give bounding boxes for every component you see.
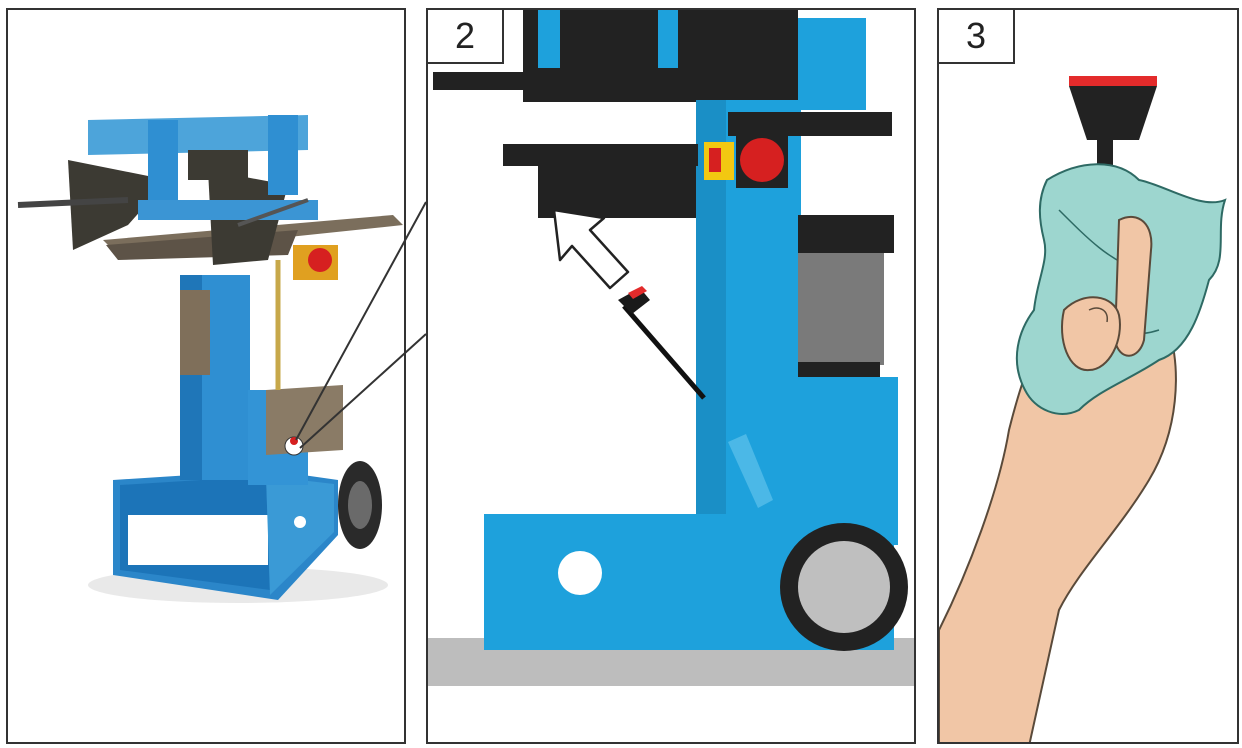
hand-wiping-dipstick bbox=[939, 76, 1227, 742]
log-splitter-illustration bbox=[17, 115, 403, 603]
step-number-badge: 2 bbox=[428, 10, 504, 64]
panel-wipe-dipstick: 3 bbox=[937, 8, 1239, 744]
step-number-badge: 3 bbox=[939, 10, 1015, 64]
panel-machine-overview bbox=[6, 8, 406, 744]
panel-dipstick-location: 2 bbox=[426, 8, 916, 744]
dipstick-schematic bbox=[428, 10, 914, 686]
